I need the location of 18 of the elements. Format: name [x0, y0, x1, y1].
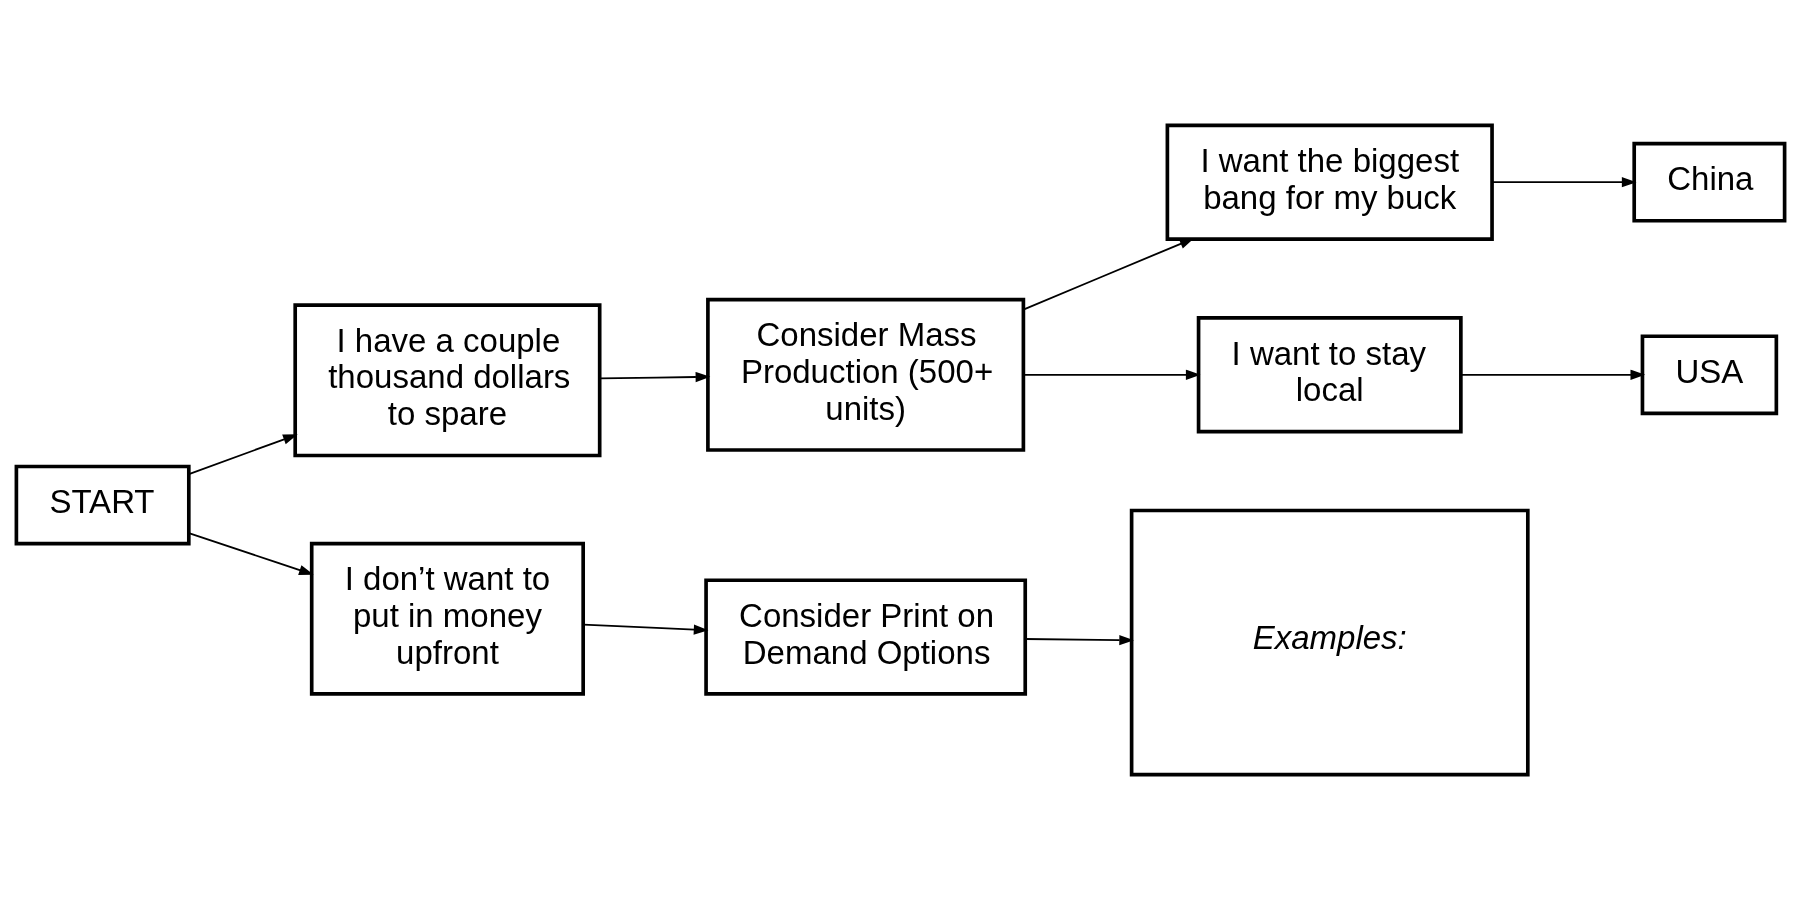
node-box: I don’t want to put in money upfront — [309, 541, 585, 696]
arrow — [188, 532, 314, 575]
arrow — [582, 623, 709, 635]
arrow — [1491, 176, 1637, 187]
node-box: START — [14, 464, 191, 545]
arrow — [1024, 634, 1134, 645]
node-box: I want the biggest bang for my buck — [1165, 123, 1494, 241]
arrow — [1023, 369, 1201, 380]
node-box: China — [1632, 141, 1787, 223]
node-box: Consider Print on Demand Options — [704, 577, 1028, 696]
node-box: I have a couple thousand dollars to spare — [293, 302, 602, 457]
arrow — [188, 433, 298, 475]
node-box: USA — [1640, 333, 1779, 415]
arrow — [1460, 369, 1646, 380]
node-box: Consider Mass Production (500+ units) — [706, 297, 1026, 452]
node-box: Examples: — [1129, 508, 1530, 776]
arrow — [599, 371, 711, 382]
node-box: I want to stay local — [1196, 315, 1463, 433]
